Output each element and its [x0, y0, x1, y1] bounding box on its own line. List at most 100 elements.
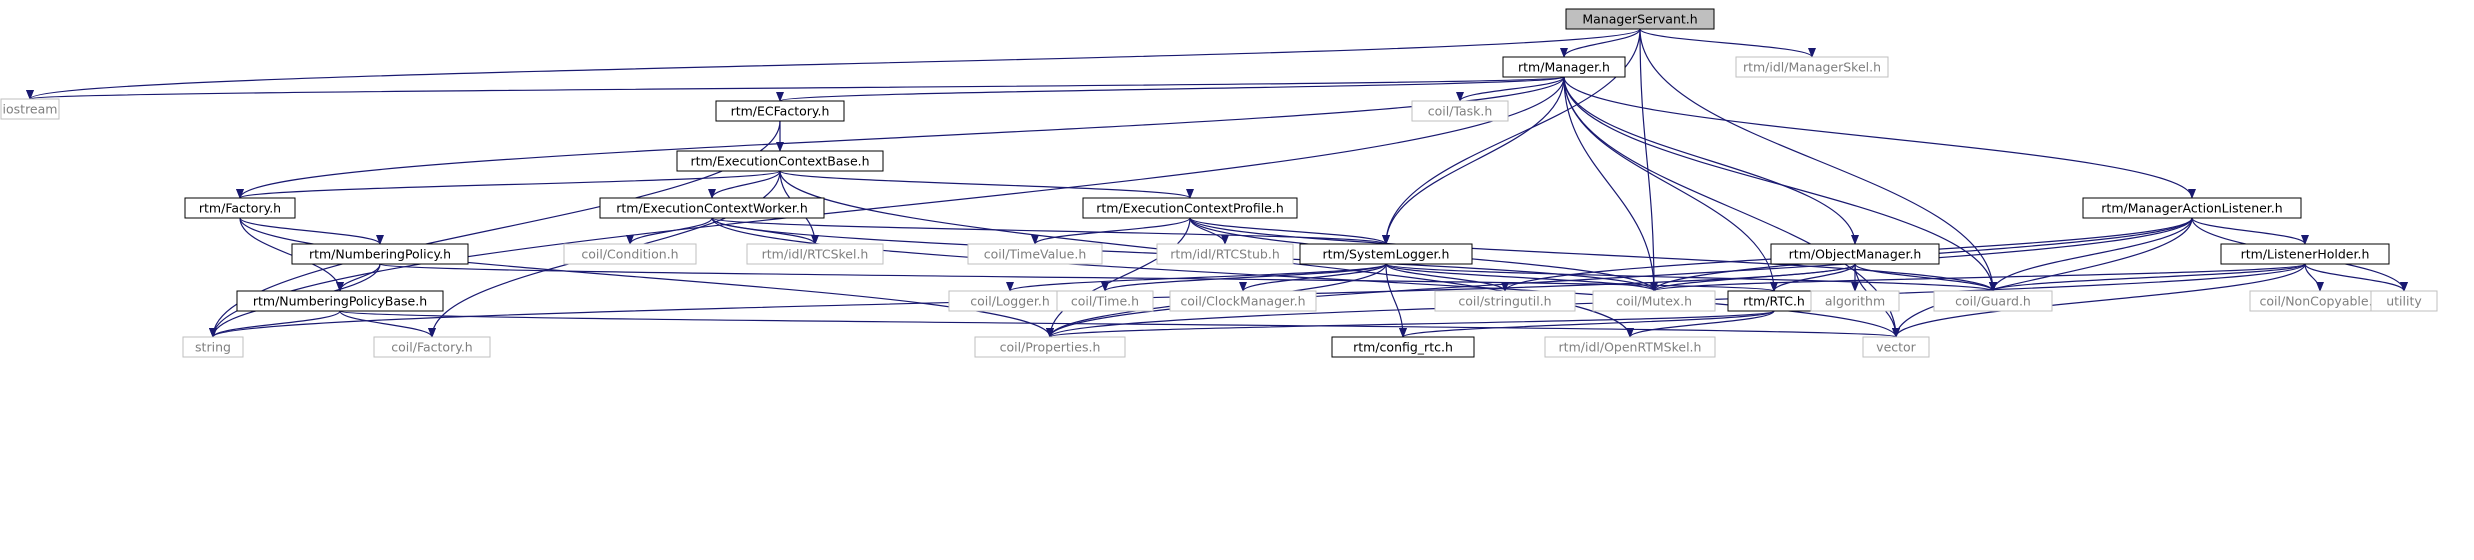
node-label: rtm/ManagerActionListener.h: [2101, 201, 2282, 216]
include-edge-MAListener-Properties: [1046, 217, 2193, 338]
node-label: coil/NonCopyable.h: [2260, 294, 2381, 309]
node-config_rtc[interactable]: rtm/config_rtc.h: [1331, 336, 1475, 358]
node-ManagerServant[interactable]: ManagerServant.h: [1565, 8, 1715, 30]
edge-layer: [26, 28, 2408, 338]
include-edge-Factory-Properties: [239, 217, 1054, 338]
node-label: coil/Condition.h: [581, 247, 678, 262]
include-edge-RTC-OpenRTMSkel: [1626, 310, 1775, 338]
node-label: rtm/ExecutionContextWorker.h: [616, 201, 808, 216]
node-layer: ManagerServant.h rtm/Manager.h rtm/idl/Man…: [0, 8, 2438, 358]
include-edge-SysLogger-ClockManager: [1239, 263, 1387, 292]
node-label: coil/Mutex.h: [1616, 294, 1692, 309]
node-NumPolicyBase[interactable]: rtm/NumberingPolicyBase.h: [236, 290, 444, 312]
node-box: [599, 197, 825, 219]
include-edge-NumPolicyBase-vector: [339, 310, 1899, 338]
include-edge-ListenerHolder-Guard: [1989, 263, 2306, 292]
node-ClockManager: coil/ClockManager.h: [1169, 290, 1317, 312]
node-box: [184, 197, 296, 219]
node-ECWorker[interactable]: rtm/ExecutionContextWorker.h: [599, 197, 825, 219]
node-label: vector: [1876, 340, 1917, 355]
node-string: string: [182, 336, 244, 358]
node-box: [1565, 8, 1715, 30]
node-ManagerSkel: rtm/idl/ManagerSkel.h: [1735, 56, 1889, 78]
node-Manager[interactable]: rtm/Manager.h: [1502, 56, 1626, 78]
node-box: [676, 150, 884, 172]
node-Properties: coil/Properties.h: [974, 336, 1126, 358]
include-edge-RTC-config_rtc: [1399, 310, 1775, 338]
node-label: algorithm: [1825, 294, 1885, 309]
include-edge-MAListener-Guard: [1989, 217, 2193, 292]
node-box: [1082, 197, 1298, 219]
node-Factory[interactable]: rtm/Factory.h: [184, 197, 296, 219]
node-label: rtm/RTC.h: [1743, 294, 1805, 309]
node-label: rtm/ExecutionContextProfile.h: [1096, 201, 1284, 216]
node-Condition: coil/Condition.h: [563, 243, 697, 265]
node-ListenerHolder[interactable]: rtm/ListenerHolder.h: [2220, 243, 2390, 265]
node-vector: vector: [1862, 336, 1930, 358]
include-edge-Manager-Guard: [1563, 76, 1997, 292]
node-ECProfile[interactable]: rtm/ExecutionContextProfile.h: [1082, 197, 1298, 219]
node-NumPolicy[interactable]: rtm/NumberingPolicy.h: [291, 243, 469, 265]
node-stringutil: coil/stringutil.h: [1434, 290, 1576, 312]
node-box: [1502, 56, 1626, 78]
node-label: utility: [2386, 294, 2422, 309]
node-box: [0, 98, 60, 120]
include-edge-ManagerServant-ManagerSkel: [1639, 28, 1816, 58]
node-label: coil/ClockManager.h: [1180, 294, 1305, 309]
node-utility: utility: [2370, 290, 2438, 312]
node-SysLogger[interactable]: rtm/SystemLogger.h: [1299, 243, 1473, 265]
node-box: [1299, 243, 1473, 265]
include-edge-Manager-MAListener: [1563, 76, 2196, 199]
include-edge-Manager-SysLogger: [1382, 76, 1565, 245]
node-TimeValue: coil/TimeValue.h: [967, 243, 1103, 265]
include-edge-ObjManager-RTC: [1770, 263, 1856, 292]
include-edge-ManagerServant-iostream: [26, 28, 1641, 100]
node-label: rtm/NumberingPolicy.h: [309, 247, 451, 262]
node-label: rtm/ECFactory.h: [731, 104, 830, 119]
node-box: [1056, 290, 1154, 312]
node-label: ManagerServant.h: [1582, 12, 1697, 27]
node-label: coil/Task.h: [1428, 104, 1493, 119]
node-box: [1592, 290, 1716, 312]
node-box: [182, 336, 244, 358]
node-label: rtm/NumberingPolicyBase.h: [253, 294, 427, 309]
node-RTC[interactable]: rtm/RTC.h: [1727, 290, 1821, 312]
node-box: [1933, 290, 2053, 312]
node-label: rtm/ListenerHolder.h: [2241, 247, 2370, 262]
node-label: rtm/idl/RTCSkel.h: [762, 247, 869, 262]
node-Mutex: coil/Mutex.h: [1592, 290, 1716, 312]
include-edge-MAListener-vector: [1892, 217, 2193, 338]
include-edge-MAListener-ListenerHolder: [2191, 217, 2309, 245]
node-MAListener[interactable]: rtm/ManagerActionListener.h: [2082, 197, 2302, 219]
include-edge-Manager-string: [209, 76, 1565, 338]
include-edge-ListenerHolder-NonCopyable: [2304, 263, 2324, 292]
include-edge-Manager-Task: [1456, 76, 1565, 102]
node-box: [1156, 243, 1294, 265]
node-ECFactory[interactable]: rtm/ECFactory.h: [715, 100, 845, 122]
include-edge-SysLogger-Mutex: [1385, 263, 1658, 292]
node-Guard: coil/Guard.h: [1933, 290, 2053, 312]
node-iostream: iostream: [0, 98, 60, 120]
node-label: coil/Factory.h: [391, 340, 472, 355]
node-box: [1770, 243, 1940, 265]
include-edge-ECBase-ECProfile: [779, 170, 1194, 199]
node-label: rtm/idl/RTCStub.h: [1170, 247, 1280, 262]
include-edge-SysLogger-config_rtc: [1385, 263, 1407, 338]
node-box: [2220, 243, 2390, 265]
node-RTCSkel: rtm/idl/RTCSkel.h: [746, 243, 884, 265]
node-RTCStub: rtm/idl/RTCStub.h: [1156, 243, 1294, 265]
include-edge-RTC-Properties: [1046, 310, 1775, 338]
node-box: [1810, 290, 1900, 312]
node-box: [2082, 197, 2302, 219]
include-edge-Manager-ObjManager: [1563, 76, 1859, 245]
node-box: [1434, 290, 1576, 312]
include-edge-ObjManager-Guard: [1854, 263, 1997, 292]
node-NonCopyable: coil/NonCopyable.h: [2249, 290, 2391, 312]
node-ObjManager[interactable]: rtm/ObjectManager.h: [1770, 243, 1940, 265]
node-box: [1411, 100, 1509, 122]
include-edge-NumPolicy-NumPolicyBase: [336, 263, 381, 292]
node-label: coil/stringutil.h: [1458, 294, 1551, 309]
node-box: [1331, 336, 1475, 358]
node-ECBase[interactable]: rtm/ExecutionContextBase.h: [676, 150, 884, 172]
